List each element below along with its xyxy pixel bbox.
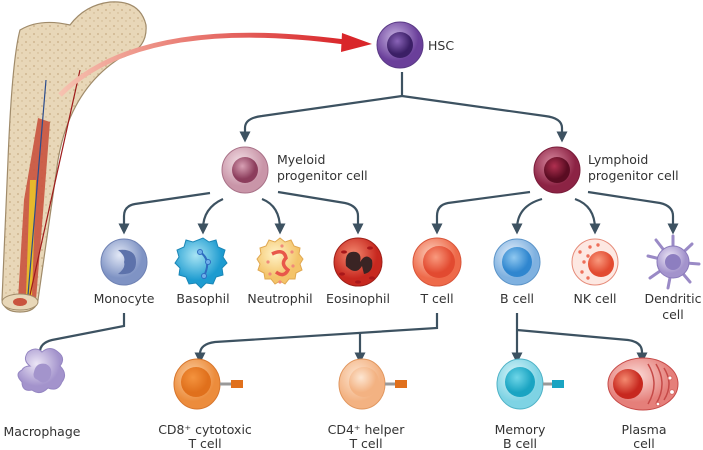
b-cell-label: B cell: [500, 291, 534, 306]
lymphoid-progenitor-cell: Lymphoid progenitor cell: [533, 146, 679, 194]
myeloid-progenitor-cell: Myeloid progenitor cell: [221, 146, 368, 194]
arrow-to-t-cell: [431, 190, 531, 235]
myeloid-label-line2: progenitor cell: [277, 168, 368, 183]
arrow-to-eosinophil: [277, 190, 364, 235]
cd4-label-line1: CD4⁺ helper: [328, 422, 406, 437]
cd8-label-line1: CD8⁺ cytotoxic: [158, 422, 252, 437]
nk-cell-label: NK cell: [573, 291, 616, 306]
eosinophil-label: Eosinophil: [326, 291, 390, 306]
bone-to-hsc-arrow: [58, 32, 372, 97]
arrow-to-monocyte: [118, 191, 211, 235]
plasma-cell: Plasma cell: [607, 357, 679, 450]
arrow-to-b-cell: [511, 197, 543, 235]
hsc-cell: HSC: [376, 21, 454, 69]
cd8-cytotoxic-t-cell: CD8⁺ cytotoxic T cell: [158, 358, 252, 450]
cd4-helper-t-cell: CD4⁺ helper T cell: [328, 358, 407, 450]
arrow-to-neutrophil: [261, 197, 286, 235]
arrow-to-myeloid: [239, 94, 403, 143]
arrow-to-cd8: [194, 313, 439, 364]
macrophage-cell: Macrophage: [4, 348, 81, 439]
eosinophil-cell: Eosinophil: [326, 237, 390, 306]
basophil-cell: Basophil: [174, 237, 230, 306]
arrow-to-plasma: [516, 328, 648, 364]
femur-bone-illustration: [1, 1, 147, 313]
macrophage-label: Macrophage: [4, 424, 81, 439]
t-cell: T cell: [412, 237, 462, 306]
dendritic-label-line2: cell: [662, 307, 684, 322]
neutrophil-label: Neutrophil: [247, 291, 312, 306]
memory-b-label-line1: Memory: [495, 422, 546, 437]
neutrophil-cell: Neutrophil: [247, 237, 313, 306]
hsc-label: HSC: [428, 38, 454, 53]
memory-b-cell: Memory B cell: [495, 358, 564, 450]
dendritic-cell: Dendritic cell: [644, 234, 702, 322]
lymphoid-label-line2: progenitor cell: [588, 168, 679, 183]
arrow-to-lymphoid: [401, 94, 568, 143]
t-cell-label: T cell: [419, 291, 453, 306]
lineage-arrows: [34, 72, 679, 364]
memory-b-label-line2: B cell: [503, 436, 537, 450]
arrow-to-dendritic: [587, 190, 679, 235]
b-cell: B cell: [493, 238, 541, 306]
monocyte-label: Monocyte: [94, 291, 155, 306]
myeloid-label-line1: Myeloid: [277, 152, 325, 167]
plasma-label-line2: cell: [633, 436, 655, 450]
dendritic-label-line1: Dendritic: [644, 291, 701, 306]
basophil-label: Basophil: [176, 291, 229, 306]
arrow-to-nk-cell: [574, 197, 601, 235]
cd4-label-line2: T cell: [348, 436, 382, 450]
lymphoid-label-line1: Lymphoid: [588, 152, 648, 167]
nk-cell: NK cell: [571, 238, 619, 306]
cd8-label-line2: T cell: [187, 436, 221, 450]
monocyte-cell: Monocyte: [94, 238, 155, 306]
plasma-label-line1: Plasma: [621, 422, 666, 437]
arrow-to-basophil: [197, 197, 224, 235]
